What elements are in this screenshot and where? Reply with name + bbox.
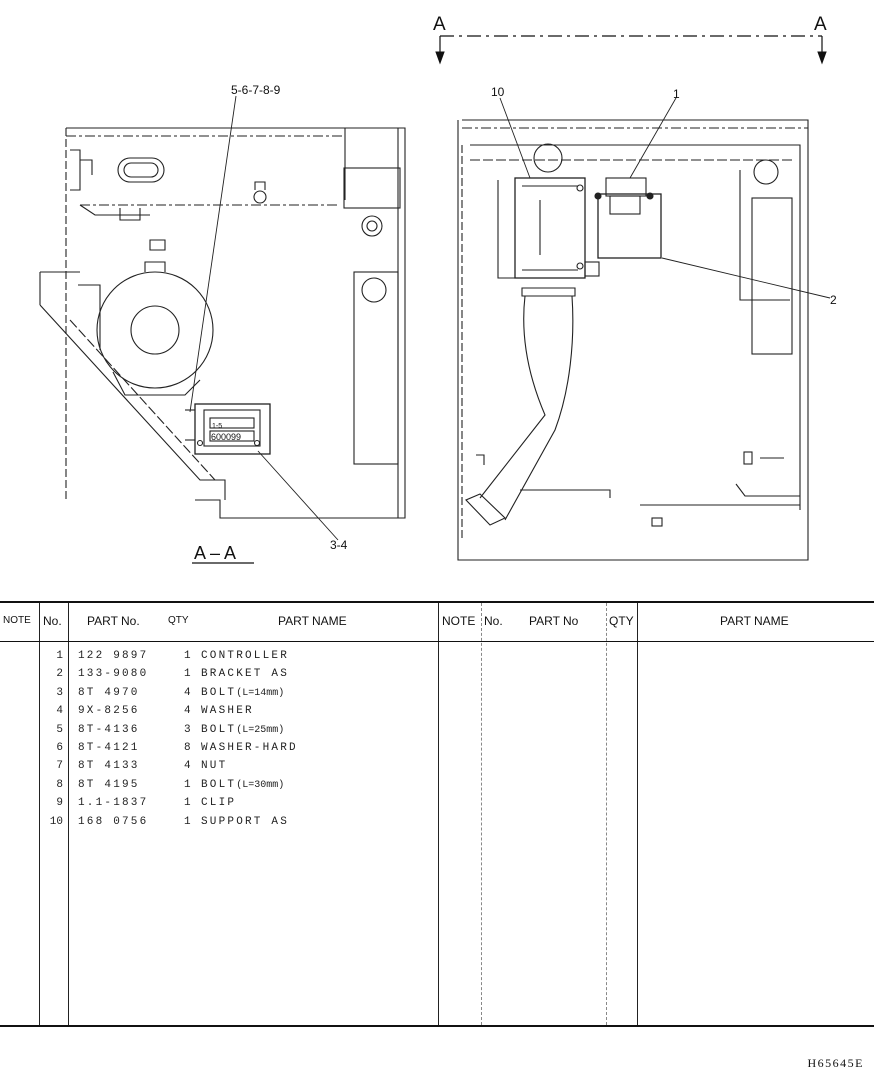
table-divider: [438, 603, 439, 1025]
row-part-name: BOLT(L=14mm): [201, 686, 285, 699]
header-note: NOTE: [3, 615, 31, 626]
row-qty: 1: [184, 650, 191, 662]
table-row: 2 133-9080 1 BRACKET AS: [0, 668, 440, 686]
row-part-no: 8T-4121: [78, 741, 140, 754]
row-qty: 8: [184, 741, 191, 754]
callout-2: 2: [830, 293, 837, 307]
section-letter-left: A: [433, 14, 446, 35]
row-qty: 1: [184, 668, 191, 681]
parts-rows: 1 122 9897 1 CONTROLLER 2 133-9080 1 BRA…: [0, 650, 440, 834]
table-row: 1 122 9897 1 CONTROLLER: [0, 650, 440, 668]
row-no: 2: [56, 668, 63, 681]
row-qty: 4: [184, 705, 191, 718]
header-separator: [0, 641, 874, 642]
table-divider: [606, 603, 608, 1025]
header-part-no: PART No.: [87, 614, 140, 628]
document-number: H65645E: [807, 1056, 864, 1070]
table-divider: [481, 603, 483, 1025]
row-qty: 4: [184, 686, 191, 699]
row-part-no: 8T-4136: [78, 723, 140, 736]
row-part-no: 8T 4195: [78, 778, 140, 791]
row-no: 7: [56, 760, 63, 773]
row-no: 3: [56, 686, 63, 699]
table-row: 5 8T-4136 3 BOLT(L=25mm): [0, 724, 440, 742]
right-view: [457, 119, 809, 561]
row-no: 4: [56, 705, 63, 718]
row-no: 8: [56, 778, 63, 791]
row-part-name: WASHER-HARD: [201, 741, 298, 754]
section-letter-right: A: [814, 14, 827, 35]
header-qty: QTY: [168, 615, 189, 626]
controller-display: 600099: [211, 432, 241, 442]
table-row: 8 8T 4195 1 BOLT(L=30mm): [0, 779, 440, 797]
row-no: 10: [49, 815, 63, 828]
row-part-name: CONTROLLER: [201, 650, 290, 662]
row-part-name: WASHER: [201, 705, 254, 718]
header-qty-2: QTY: [609, 614, 634, 628]
row-no: 9: [56, 797, 63, 810]
right-leader-lines: [499, 97, 831, 299]
row-part-name: BOLT(L=25mm): [201, 723, 285, 736]
table-row: 3 8T 4970 4 BOLT(L=14mm): [0, 687, 440, 705]
row-part-name: BRACKET AS: [201, 668, 290, 681]
header-no: No.: [43, 614, 62, 628]
row-part-no: 8T 4133: [78, 760, 140, 773]
controller-display-label: 1-5: [212, 423, 222, 430]
parts-table: NOTE No. PART No. QTY PART NAME NOTE No.…: [0, 601, 874, 1027]
row-qty: 4: [184, 760, 191, 773]
table-divider: [637, 603, 638, 1025]
callout-10: 10: [491, 85, 505, 99]
table-row: 6 8T-4121 8 WASHER-HARD: [0, 742, 440, 760]
left-leader-lines: [189, 95, 339, 541]
row-part-no: 168 0756: [78, 815, 149, 828]
section-cut-line: [435, 35, 827, 65]
header-part-name: PART NAME: [278, 614, 347, 628]
table-divider: [68, 603, 69, 1025]
row-no: 1: [56, 650, 63, 662]
table-row: 7 8T 4133 4 NUT: [0, 760, 440, 778]
header-part-name-2: PART NAME: [720, 614, 789, 628]
row-qty: 1: [184, 815, 191, 828]
parts-illustration: A A: [39, 14, 837, 564]
section-title: A – A: [194, 543, 236, 563]
row-part-name: CLIP: [201, 797, 237, 810]
left-section-view: [39, 127, 406, 519]
row-qty: 3: [184, 723, 191, 736]
row-part-name: BOLT(L=30mm): [201, 778, 285, 791]
row-part-no: 133-9080: [78, 668, 149, 681]
table-divider: [39, 603, 40, 1025]
row-qty: 1: [184, 778, 191, 791]
row-part-no: 8T 4970: [78, 686, 140, 699]
row-part-no: 9X-8256: [78, 705, 140, 718]
table-row: 9 1.1-1837 1 CLIP: [0, 797, 440, 815]
row-part-name: NUT: [201, 760, 228, 773]
row-no: 5: [56, 723, 63, 736]
header-no-2: No.: [484, 614, 503, 628]
row-no: 6: [56, 741, 63, 754]
callout-5-6-7-8-9: 5-6-7-8-9: [231, 83, 281, 97]
table-row: 4 9X-8256 4 WASHER: [0, 705, 440, 723]
callout-1: 1: [673, 87, 680, 101]
row-part-no: 122 9897: [78, 650, 149, 662]
row-part-name: SUPPORT AS: [201, 815, 290, 828]
table-row: 10 168 0756 1 SUPPORT AS: [0, 816, 440, 834]
header-note-2: NOTE: [442, 614, 476, 628]
row-part-no: 1.1-1837: [78, 797, 149, 810]
header-part-no-2: PART No: [529, 614, 579, 628]
callout-3-4: 3-4: [330, 538, 348, 552]
row-qty: 1: [184, 797, 191, 810]
